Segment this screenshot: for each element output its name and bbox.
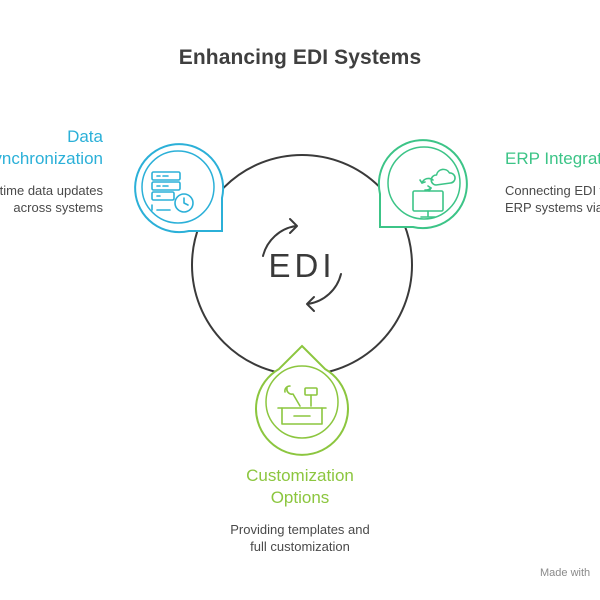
customization-heading-line-2: Options bbox=[270, 488, 330, 507]
data-sync-node bbox=[134, 143, 225, 234]
data-sync-description-line-1: Real-time data updates bbox=[0, 183, 103, 198]
toolbox-icon bbox=[277, 385, 327, 425]
erp-heading: ERP Integration bbox=[505, 149, 600, 168]
customization-description-line-2: full customization bbox=[250, 539, 350, 554]
database-clock-icon bbox=[151, 171, 194, 213]
customization-description-line-1: Providing templates and bbox=[230, 522, 370, 537]
made-with-footer: Made with bbox=[540, 567, 591, 579]
erp-integration-node bbox=[377, 139, 468, 230]
customization-node bbox=[255, 344, 349, 456]
data-sync-heading-line-1: Data bbox=[67, 127, 103, 146]
customization-heading-line-1: Customization bbox=[246, 466, 354, 485]
edi-center-label: EDI bbox=[268, 247, 335, 284]
erp-description-line-2: ERP systems via API bbox=[505, 200, 600, 215]
data-sync-heading-line-2: Synchronization bbox=[0, 149, 103, 168]
erp-description-line-1: Connecting EDI with bbox=[505, 183, 600, 198]
edi-cycle-icon bbox=[262, 218, 342, 312]
cloud-monitor-sync-icon bbox=[412, 168, 456, 218]
diagram-title: Enhancing EDI Systems bbox=[178, 46, 422, 69]
data-sync-description-line-2: across systems bbox=[13, 200, 103, 215]
